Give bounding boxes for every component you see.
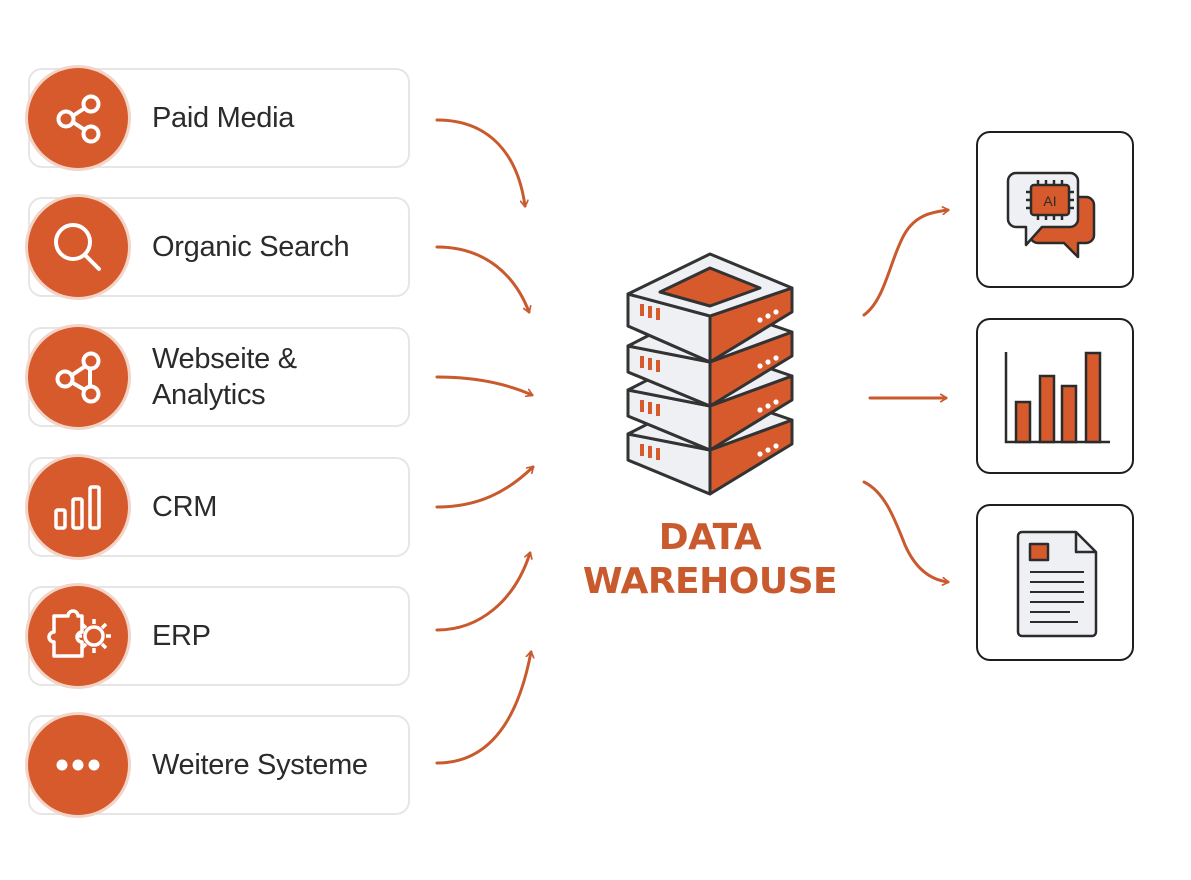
output-card-ai-chat: AI xyxy=(976,131,1134,288)
arrow-crm xyxy=(435,465,535,509)
source-card-organic-search: Organic Search xyxy=(28,197,410,297)
ai-chip-label: AI xyxy=(1043,193,1056,209)
bar-chart-icon xyxy=(1004,351,1110,444)
report-document-icon xyxy=(1016,530,1098,638)
source-card-webseite-analytics: Webseite & Analytics xyxy=(28,327,410,427)
source-label-paid-media: Paid Media xyxy=(152,102,295,134)
arrow-out-report xyxy=(862,480,948,582)
search-icon xyxy=(28,197,128,297)
source-card-erp: ERP xyxy=(28,586,410,686)
arrow-erp xyxy=(435,553,530,632)
ai-chat-icon: AI xyxy=(1006,171,1096,259)
bar-chart-icon xyxy=(28,457,128,557)
source-card-weitere-systeme: Weitere Systeme xyxy=(28,715,410,815)
puzzle-gear-icon xyxy=(28,586,128,686)
arrow-webseite-analytics xyxy=(435,375,532,395)
source-label-webseite-analytics: Webseite & Analytics xyxy=(152,343,297,411)
warehouse-title-line1: DATA xyxy=(658,517,762,558)
warehouse-title-line2: WAREHOUSE xyxy=(582,561,838,602)
source-card-crm: CRM xyxy=(28,457,410,557)
source-card-paid-media: Paid Media xyxy=(28,68,410,168)
source-label-erp: ERP xyxy=(152,620,211,652)
arrow-paid-media xyxy=(435,118,525,206)
source-label-weitere-systeme: Weitere Systeme xyxy=(152,749,368,781)
source-label-organic-search: Organic Search xyxy=(152,231,350,263)
output-card-report xyxy=(976,504,1134,661)
arrow-organic-search xyxy=(435,245,529,312)
network-icon xyxy=(28,327,128,427)
arrow-out-ai xyxy=(862,210,948,317)
arrow-weitere-systeme xyxy=(435,652,531,765)
more-icon xyxy=(28,715,128,815)
output-card-bar-chart xyxy=(976,318,1134,474)
source-label-crm: CRM xyxy=(152,491,218,523)
share-icon xyxy=(28,68,128,168)
